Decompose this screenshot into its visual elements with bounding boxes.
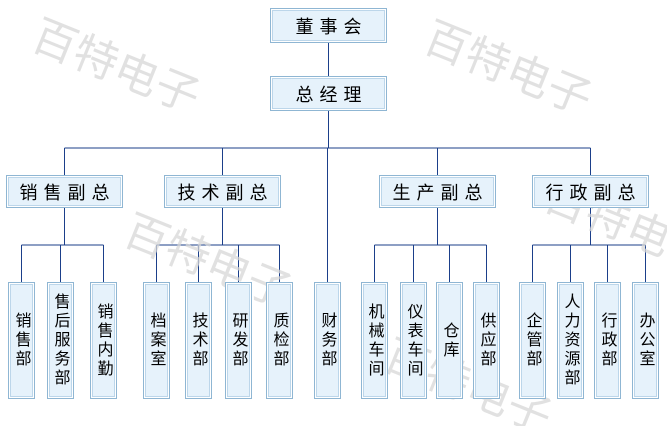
dept-warehouse-box: 仓库 xyxy=(436,282,463,399)
dept-qc-box: 质检部 xyxy=(266,282,293,399)
board-box: 董事会 xyxy=(270,8,387,43)
general-manager-box: 总经理 xyxy=(270,76,387,111)
dept-admin-box: 行政部 xyxy=(594,282,621,399)
dept-instrument-workshop-box: 仪表车间 xyxy=(400,282,427,399)
dept-supply-box: 供应部 xyxy=(473,282,500,399)
vp-technology-box: 技术副总 xyxy=(164,175,281,208)
vp-production-box: 生产副总 xyxy=(379,175,496,208)
dept-after-sales-box: 售后服务部 xyxy=(47,282,74,399)
dept-finance-box: 财务部 xyxy=(314,282,341,399)
vp-admin-box: 行政副总 xyxy=(532,175,649,208)
dept-hr-box: 人力资源部 xyxy=(557,282,584,399)
dept-archives-box: 档案室 xyxy=(143,282,170,399)
dept-enterprise-mgmt-box: 企管部 xyxy=(519,282,546,399)
dept-sales-office-box: 销售内勤 xyxy=(90,282,117,399)
dept-sales-box: 销售部 xyxy=(8,282,35,399)
dept-rnd-box: 研发部 xyxy=(225,282,252,399)
dept-technical-box: 技术部 xyxy=(185,282,212,399)
dept-office-box: 办公室 xyxy=(632,282,659,399)
vp-sales-box: 销售副总 xyxy=(6,175,123,208)
dept-machining-workshop-box: 机械车间 xyxy=(361,282,388,399)
